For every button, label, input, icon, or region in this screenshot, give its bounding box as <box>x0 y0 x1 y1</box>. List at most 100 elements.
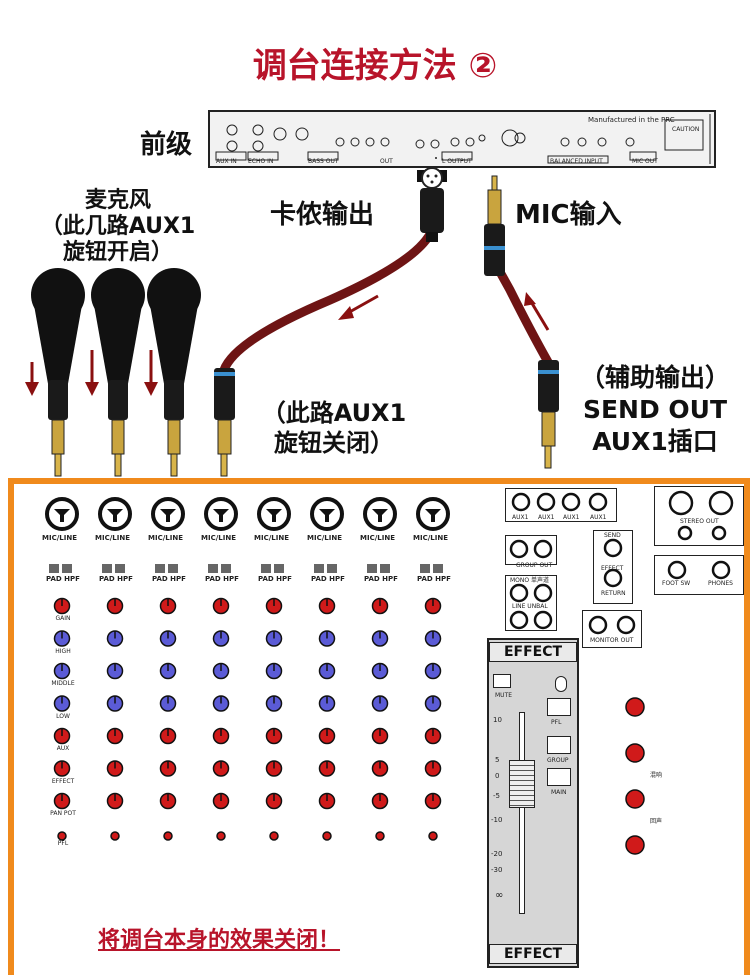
aux-jack-block <box>505 488 617 522</box>
return-label: RETURN <box>601 590 626 597</box>
middle-row-label: MIDDLE <box>51 680 75 687</box>
preamp-out: OUT <box>380 158 393 165</box>
page-title: 调台连接方法 ② <box>252 46 498 86</box>
foot-sw-label: FOOT SW <box>662 580 691 587</box>
aux-off-line2: 旋钮关闭） <box>274 429 394 457</box>
mic-line-label: MIC/LINE <box>360 534 395 542</box>
scale-minus10: -10 <box>491 816 503 824</box>
send-out-line2: SEND OUT <box>582 395 728 424</box>
low-row-label: LOW <box>56 712 70 720</box>
mute-label: MUTE <box>495 692 513 699</box>
pad-button[interactable] <box>102 564 112 573</box>
pad-button[interactable] <box>49 564 59 573</box>
pad-button[interactable] <box>314 564 324 573</box>
monitor-out-label: MONITOR OUT <box>590 637 634 644</box>
pad-button[interactable] <box>208 564 218 573</box>
jack-hole <box>266 509 282 522</box>
pfl-knob[interactable] <box>322 831 332 841</box>
pad-hpf-label: PAD HPF <box>205 575 239 583</box>
mixer-channels <box>45 497 450 841</box>
pfl-button[interactable] <box>547 698 571 716</box>
pfl-label: PFL <box>551 719 562 726</box>
aux-jack-label-1: AUX1 <box>512 514 529 521</box>
preamp-label: 前级 <box>140 130 193 160</box>
mic-line-label: MIC/LINE <box>95 534 130 542</box>
scale-10: 10 <box>493 716 502 724</box>
xlr-output-label: 卡侬输出 <box>270 200 375 230</box>
main-label: MAIN <box>551 789 567 796</box>
pad-hpf-label: PAD HPF <box>99 575 133 583</box>
preamp-device: Manufactured in the PRC CAUTION AUX IN E… <box>208 110 716 168</box>
pad-button[interactable] <box>420 564 430 573</box>
pfl-knob[interactable] <box>375 831 385 841</box>
pfl-knob[interactable] <box>110 831 120 841</box>
aux-off-label: （此路AUX1 旋钮关闭） <box>244 398 424 458</box>
effect-small-label: EFFECT <box>601 565 624 572</box>
echo-label: 回声 <box>650 818 663 825</box>
high-row-label: HIGH <box>55 647 71 655</box>
fader-knob[interactable] <box>509 760 535 808</box>
hpf-button[interactable] <box>327 564 337 573</box>
preamp-caution-text: CAUTION <box>672 126 700 133</box>
effect-fader-panel: EFFECT MUTE PFL GROUP MAIN 10 5 0 -5 -10… <box>487 638 579 968</box>
mic-line-label: MIC/LINE <box>42 534 77 542</box>
aux-off-line1: （此路AUX1 <box>261 399 407 427</box>
bottom-note: 将调台本身的效果关闭！ <box>98 928 341 953</box>
pad-button[interactable] <box>367 564 377 573</box>
preamp-balanced-input: BALANCED INPUT <box>550 158 603 165</box>
send-out-label: （辅助输出） SEND OUT AUX1插口 <box>560 362 750 458</box>
pfl-row-label: PFL <box>57 840 69 847</box>
send-out-jack <box>538 360 559 469</box>
hpf-button[interactable] <box>115 564 125 573</box>
mute-button[interactable] <box>493 674 511 688</box>
mic-in-jack <box>484 175 505 276</box>
scale-minus30: -30 <box>491 866 503 874</box>
preamp-panel-graphic <box>215 114 711 164</box>
mixer-console <box>8 478 750 975</box>
group-out-label: GROUP OUT <box>516 562 553 569</box>
hpf-button[interactable] <box>274 564 284 573</box>
hpf-button[interactable] <box>433 564 443 573</box>
pfl-knob[interactable] <box>57 831 67 841</box>
send-out-line3: AUX1插口 <box>592 427 718 456</box>
preamp-l-output: L OUTPUT <box>442 158 472 165</box>
microphones <box>31 268 201 477</box>
preamp-mic-out: MIC OUT <box>632 158 658 165</box>
pad-button[interactable] <box>155 564 165 573</box>
jack-hole <box>107 509 123 522</box>
aux-row-label: AUX <box>56 745 70 752</box>
jack-hole <box>319 509 335 522</box>
mic-line-label: MIC/LINE <box>148 534 183 542</box>
effect-panel-header: EFFECT <box>489 642 577 662</box>
pad-hpf-label: PAD HPF <box>364 575 398 583</box>
pfl-knob[interactable] <box>428 831 438 841</box>
aux-jack-label-3: AUX1 <box>563 514 580 521</box>
mic-header-line1: 麦克风 <box>84 188 151 213</box>
stereo-out-block <box>654 486 744 546</box>
group-button[interactable] <box>547 736 571 754</box>
send-label: SEND <box>604 532 621 539</box>
hpf-button[interactable] <box>221 564 231 573</box>
monitor-out-block <box>582 610 642 648</box>
footsw-phones-block <box>654 555 744 595</box>
hpf-button[interactable] <box>62 564 72 573</box>
pfl-knob[interactable] <box>269 831 279 841</box>
mic-line-label: MIC/LINE <box>413 534 448 542</box>
pfl-knob[interactable] <box>163 831 173 841</box>
pad-hpf-label: PAD HPF <box>152 575 186 583</box>
send-effect-return-block <box>593 530 633 604</box>
mic-line-label: MIC/LINE <box>201 534 236 542</box>
reverb-label: 混响 <box>650 772 663 779</box>
pad-button[interactable] <box>261 564 271 573</box>
preamp-echo-in: ECHO IN <box>248 158 274 165</box>
mic-line-label: MIC/LINE <box>254 534 289 542</box>
pad-hpf-label: PAD HPF <box>417 575 451 583</box>
hpf-button[interactable] <box>380 564 390 573</box>
preamp-bass-out: BASS OUT <box>308 158 339 165</box>
hpf-button[interactable] <box>168 564 178 573</box>
phones-label: PHONES <box>708 580 733 587</box>
jack-hole <box>372 509 388 522</box>
pfl-knob[interactable] <box>216 831 226 841</box>
send-out-line1: （辅助输出） <box>579 363 730 392</box>
main-button[interactable] <box>547 768 571 786</box>
